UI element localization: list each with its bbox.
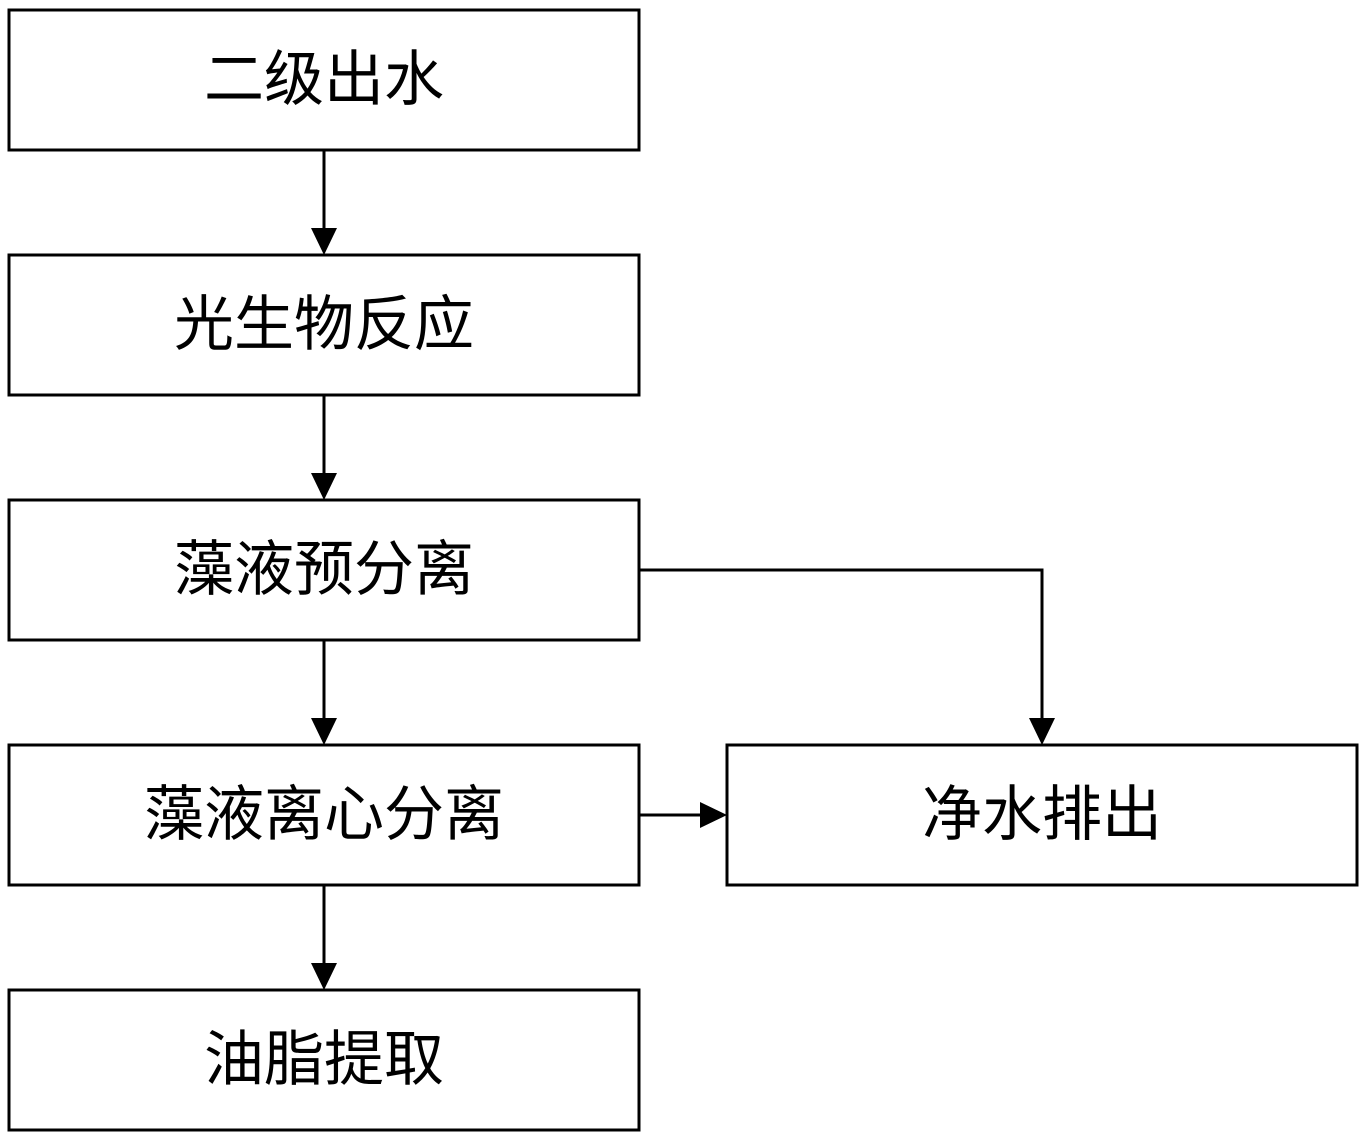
arrow-down-icon (311, 228, 337, 255)
arrow-down-icon (311, 718, 337, 745)
node-photobioreaction-box (7, 253, 641, 397)
node-secondary-effluent-box (7, 8, 641, 152)
node-algae-centrifugal-separation: 藻液离心分离 (7, 743, 641, 887)
edge-pre-separation-to-centrifugal (311, 640, 337, 745)
node-algae-pre-separation: 藻液预分离 (7, 498, 641, 642)
node-clean-water-discharge: 净水排出 (725, 743, 1359, 887)
node-photobioreaction-label: 光生物反应 (174, 290, 474, 360)
node-lipid-extraction-box (7, 988, 641, 1132)
node-lipid-extraction: 油脂提取 (7, 988, 641, 1132)
node-algae-pre-separation-label: 藻液预分离 (174, 535, 474, 605)
node-secondary-effluent: 二级出水 (7, 8, 641, 152)
node-clean-water-discharge-label: 净水排出 (922, 780, 1162, 850)
edge-photobioreaction-to-pre-separation (311, 395, 337, 500)
node-secondary-effluent-label: 二级出水 (204, 45, 444, 115)
arrow-down-icon (311, 473, 337, 500)
edge-pre-separation-to-clean-water (639, 568, 1055, 745)
node-clean-water-discharge-box (725, 743, 1359, 887)
edge-centrifugal-to-clean-water (639, 802, 727, 828)
node-algae-centrifugal-separation-label: 藻液离心分离 (144, 780, 504, 850)
edge-pre-separation-to-clean-water-line (639, 568, 1044, 720)
arrow-down-icon (1029, 718, 1055, 745)
arrow-right-icon (700, 802, 727, 828)
node-photobioreaction: 光生物反应 (7, 253, 641, 397)
edge-effluent-to-photobioreaction (311, 150, 337, 255)
edge-centrifugal-to-lipid-extraction (311, 885, 337, 990)
node-lipid-extraction-label: 油脂提取 (204, 1025, 444, 1095)
arrow-down-icon (311, 963, 337, 990)
node-algae-centrifugal-separation-box (7, 743, 641, 887)
